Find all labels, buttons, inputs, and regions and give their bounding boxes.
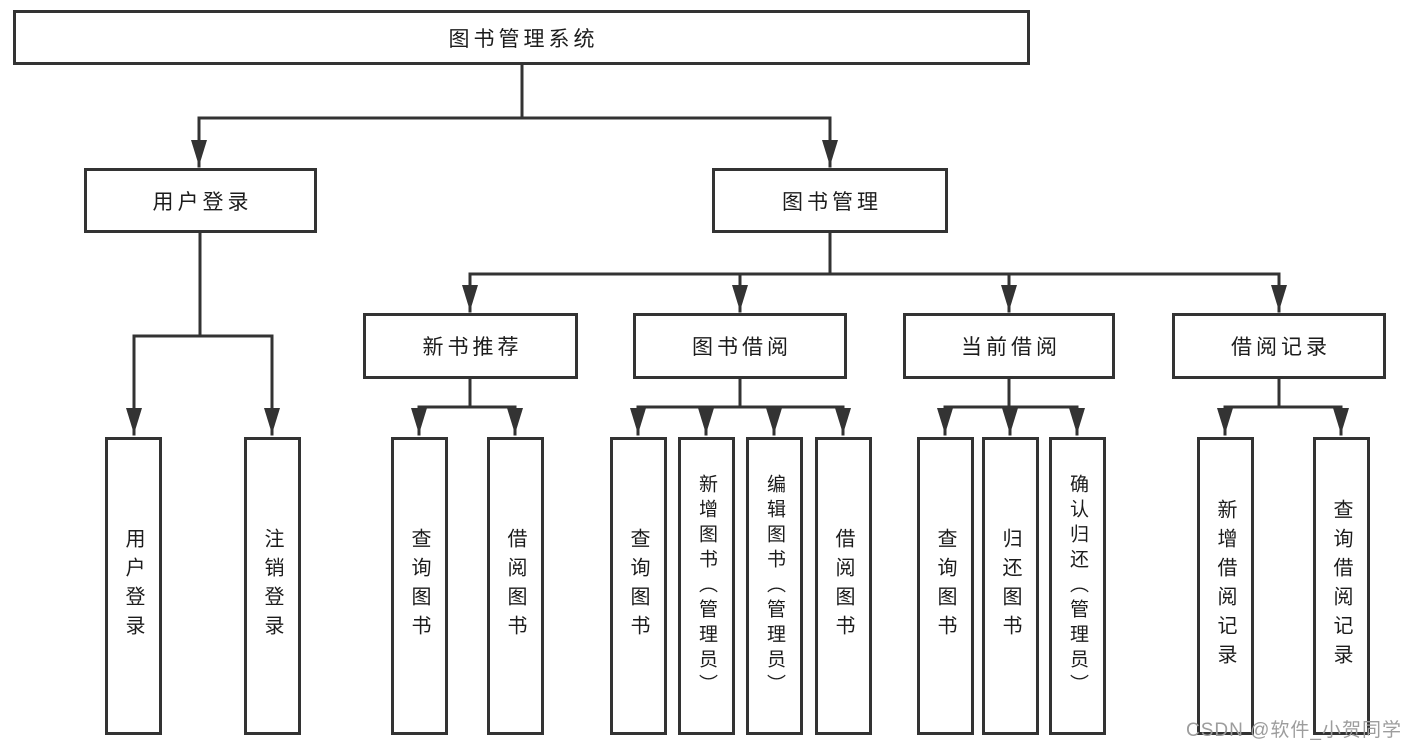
- leaf-user-login: 用户登录: [105, 437, 162, 735]
- leaf-query-books-2: 查询图书: [610, 437, 667, 735]
- leaf-return-books: 归还图书: [982, 437, 1039, 735]
- node-book-borrowing: 图书借阅: [633, 313, 847, 379]
- leaf-query-borrow-record: 查询借阅记录: [1313, 437, 1370, 735]
- node-current-borrowing: 当前借阅: [903, 313, 1115, 379]
- leaf-query-books-3: 查询图书: [917, 437, 974, 735]
- node-root: 图书管理系统: [13, 10, 1030, 65]
- node-user-login: 用户登录: [84, 168, 317, 233]
- leaf-query-books-1: 查询图书: [391, 437, 448, 735]
- node-book-management: 图书管理: [712, 168, 948, 233]
- leaf-confirm-return-admin: 确认归还（管理员）: [1049, 437, 1106, 735]
- node-borrow-records: 借阅记录: [1172, 313, 1386, 379]
- leaf-logout: 注销登录: [244, 437, 301, 735]
- leaf-borrow-books-2: 借阅图书: [815, 437, 872, 735]
- leaf-edit-book-admin: 编辑图书（管理员）: [746, 437, 803, 735]
- watermark: CSDN @软件_小贺同学: [1186, 720, 1402, 741]
- leaf-add-book-admin: 新增图书（管理员）: [678, 437, 735, 735]
- leaf-add-borrow-record: 新增借阅记录: [1197, 437, 1254, 735]
- leaf-borrow-books-1: 借阅图书: [487, 437, 544, 735]
- node-new-book-recommend: 新书推荐: [363, 313, 578, 379]
